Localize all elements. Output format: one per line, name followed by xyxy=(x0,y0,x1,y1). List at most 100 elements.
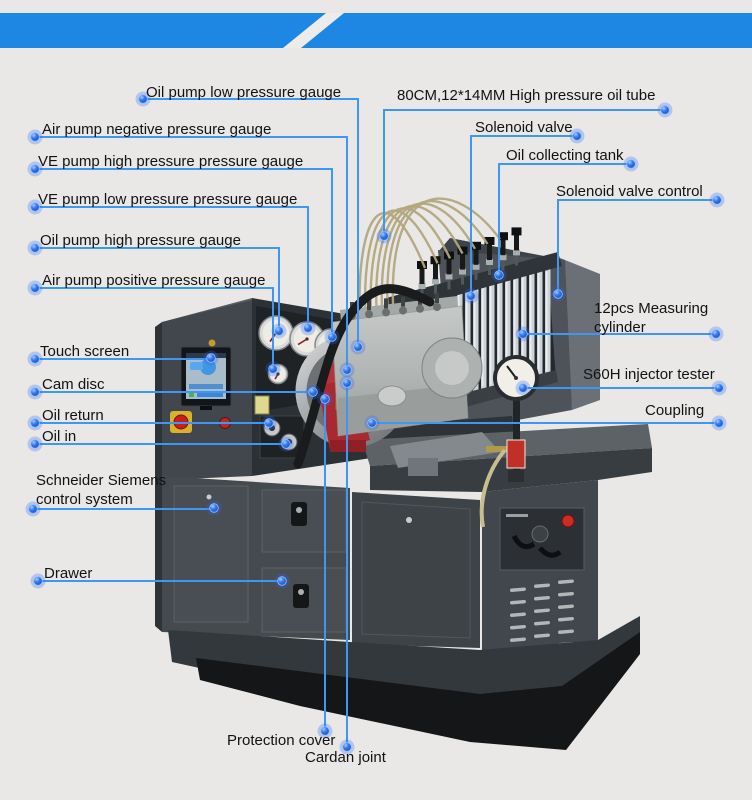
injector-nut xyxy=(432,278,439,285)
callout-dot xyxy=(320,726,330,736)
oil-tube xyxy=(369,207,452,313)
callout-dot xyxy=(572,131,582,141)
oil-tube xyxy=(391,197,501,305)
injector-nut xyxy=(418,283,426,289)
tube-highlight xyxy=(498,281,500,383)
injector-body xyxy=(433,263,438,280)
callout-dot xyxy=(353,342,363,352)
drawer-handle-bottom xyxy=(293,584,309,608)
touchscreen-base xyxy=(200,406,212,410)
solenoid-valve-injectors xyxy=(417,227,522,299)
touchscreen-graphic xyxy=(200,359,216,375)
callout-line-ve-pump-low xyxy=(35,206,309,328)
measuring-tube xyxy=(497,278,503,388)
label-cardan-joint: Cardan joint xyxy=(305,749,386,766)
measuring-tube xyxy=(545,268,551,377)
callout-line-ve-pump-high xyxy=(35,168,333,337)
vent-slat xyxy=(533,620,550,626)
delivery-valve xyxy=(382,308,390,317)
injector-tip xyxy=(434,284,437,295)
label-ve-pump-high-pressure-gauge: VE pump high pressure pressure gauge xyxy=(38,153,304,170)
tester-hose xyxy=(479,448,507,528)
callout-dot xyxy=(660,105,670,115)
delivery-valve-stem xyxy=(401,296,405,307)
delivery-valve-stem xyxy=(384,298,388,309)
banner-bar xyxy=(0,13,752,48)
vent-slat xyxy=(557,579,574,584)
label-solenoid-valve-control: Solenoid valve control xyxy=(556,183,703,200)
vent-slat xyxy=(509,624,526,630)
injector-cap xyxy=(484,237,495,245)
callout-lines xyxy=(33,98,719,747)
callout-dot xyxy=(30,439,40,449)
handle-lock xyxy=(296,507,302,513)
vent-slat xyxy=(557,629,574,634)
toggle-lever xyxy=(511,534,536,550)
injector-body xyxy=(473,248,479,265)
label-air-pump-positive-pressure-gauge: Air pump positive pressure gauge xyxy=(42,272,266,289)
callout-dot xyxy=(367,418,377,428)
callout-dot xyxy=(626,159,636,169)
injector-nut xyxy=(486,259,493,265)
injector-nut xyxy=(472,263,480,270)
power-knob xyxy=(561,514,575,528)
callout-line-oil-tube xyxy=(383,109,665,236)
callout-dot xyxy=(303,323,313,333)
callout-line-oil-pump-low xyxy=(143,98,359,347)
handle-plate-2 xyxy=(293,584,309,608)
delivery-valve xyxy=(433,303,441,311)
callout-dot xyxy=(206,353,216,363)
callout-dot xyxy=(494,270,504,280)
vent-slat xyxy=(509,587,526,592)
tester-warning-tag xyxy=(506,439,526,469)
touchscreen-titlebar xyxy=(186,353,226,358)
callout-dot xyxy=(518,383,528,393)
touchscreen-button-row xyxy=(189,384,223,389)
callout-line-oil-collecting-tank xyxy=(498,163,631,275)
vent-slat xyxy=(557,591,574,597)
touchscreen-green-key xyxy=(189,392,194,397)
delivery-valve-stem xyxy=(435,293,439,303)
callout-dot xyxy=(268,364,278,374)
tester-pole xyxy=(513,396,520,482)
callout-dot xyxy=(342,365,352,375)
callout-line-oil-pump-high xyxy=(35,247,280,331)
injector-body xyxy=(500,239,506,256)
injector-nut xyxy=(499,254,507,261)
tester-clamp xyxy=(508,470,524,482)
measuring-tube xyxy=(521,273,527,382)
callout-dot xyxy=(30,243,40,253)
callout-dot xyxy=(28,504,38,514)
gauge-pin xyxy=(305,337,309,341)
oil-tube xyxy=(358,211,427,317)
injector-cap xyxy=(511,227,522,236)
high-pressure-tubes xyxy=(358,197,501,317)
callout-dot xyxy=(30,418,40,428)
callout-dot xyxy=(714,383,724,393)
injector-tip xyxy=(474,269,478,280)
label-oil-pump-low-pressure-gauge: Oil pump low pressure gauge xyxy=(146,84,342,101)
delivery-valve xyxy=(399,306,407,315)
callout-line-air-pump-positive xyxy=(35,287,274,369)
vent-slat xyxy=(533,633,550,638)
banner-slash xyxy=(283,13,344,48)
panel-marking xyxy=(506,514,528,517)
vent-slat xyxy=(557,604,574,609)
callout-dot xyxy=(320,394,330,404)
oil-connector-panel xyxy=(259,415,305,459)
label-oil-return: Oil return xyxy=(42,407,104,424)
callout-dot xyxy=(466,291,476,301)
callout-dot xyxy=(518,329,528,339)
label-high-pressure-oil-tube: 80CM,12*14MM High pressure oil tube xyxy=(397,87,656,104)
gauge-needle xyxy=(297,338,308,346)
injector-nut xyxy=(459,268,466,275)
base-black-slab xyxy=(196,632,640,750)
injector-cap xyxy=(417,261,427,269)
callout-dot xyxy=(342,742,352,752)
measuring-tube xyxy=(505,276,511,386)
header-banner xyxy=(0,13,752,48)
tube-highlight xyxy=(466,288,468,391)
injector-body xyxy=(446,258,452,275)
drawer-handle-top xyxy=(291,502,307,526)
